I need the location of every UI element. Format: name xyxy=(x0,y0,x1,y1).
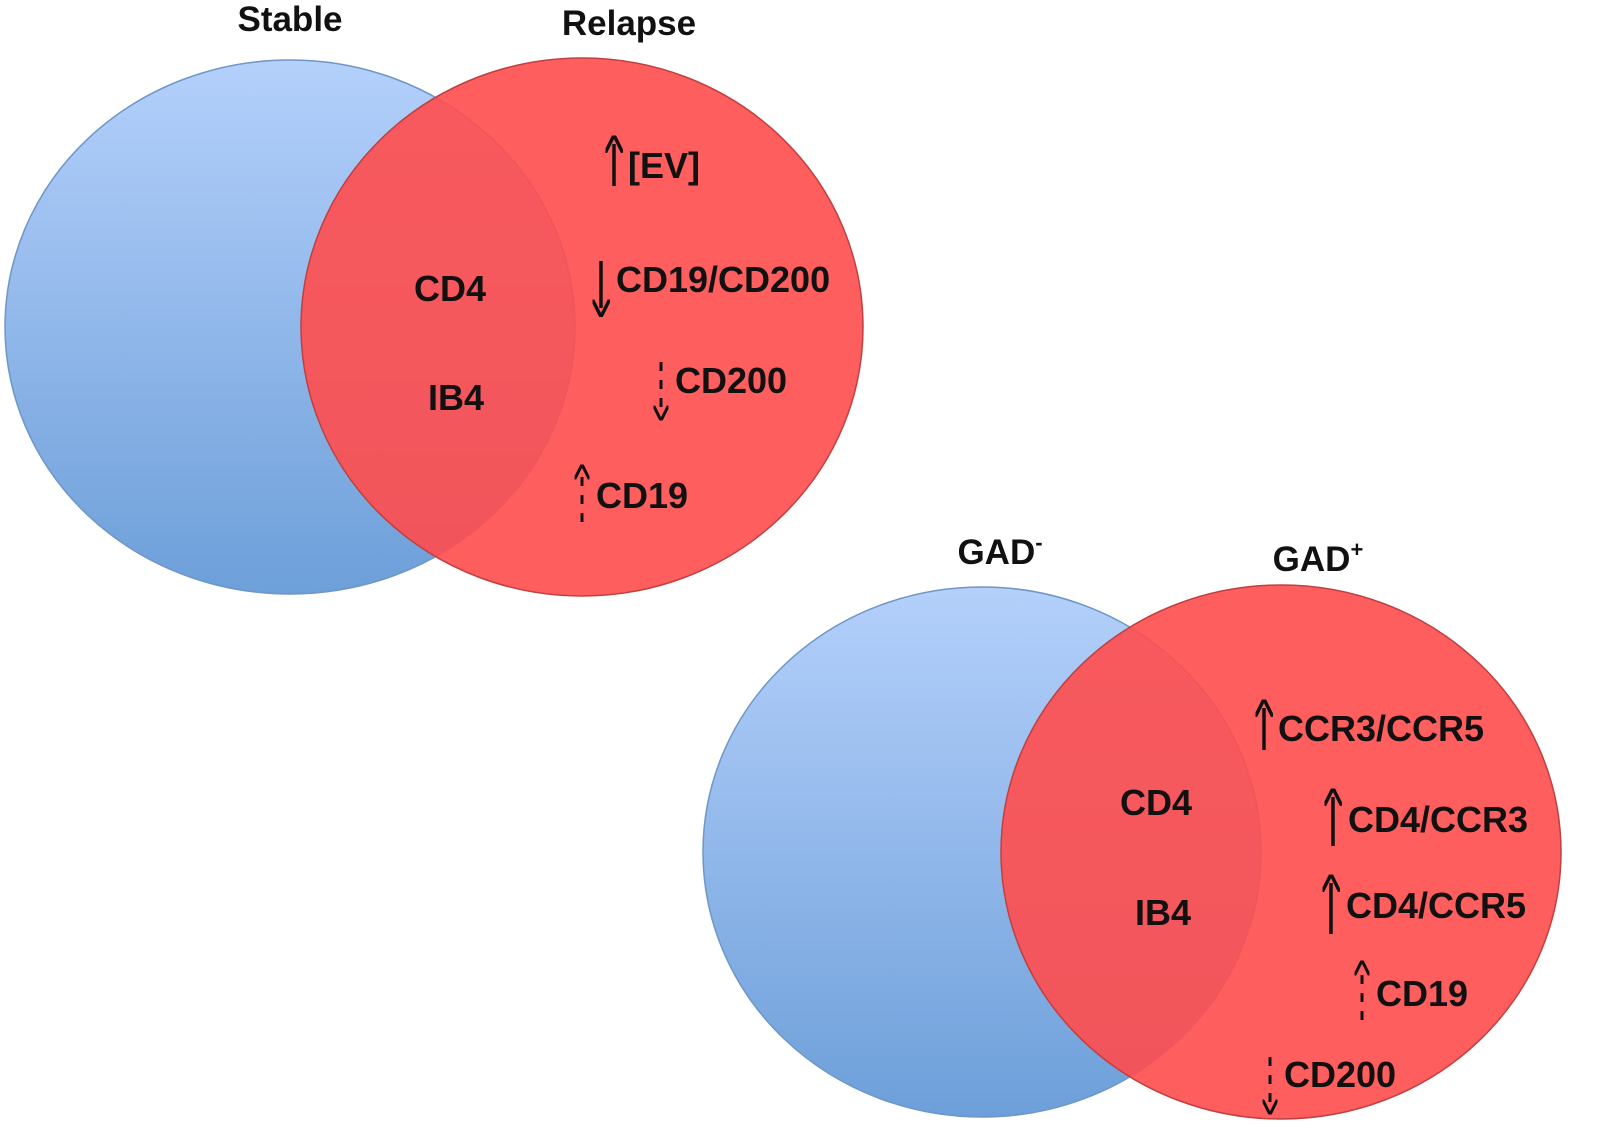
venn-diagram-gad: GAD- GAD+ CD4 IB4 CCR3/CCR5 CD4/CCR3 CD4… xyxy=(702,530,1562,1120)
relapse-item-ev: [EV] xyxy=(628,145,700,186)
gad-item-ccr3-ccr5: CCR3/CCR5 xyxy=(1278,708,1484,749)
relapse-item-cd200: CD200 xyxy=(675,360,787,401)
shared-item-ib4: IB4 xyxy=(1135,892,1191,933)
gad-positive-label: GAD+ xyxy=(1273,537,1364,579)
relapse-item-cd19-cd200: CD19/CD200 xyxy=(616,259,830,300)
gad-positive-circle xyxy=(1000,584,1562,1120)
gad-item-cd4-ccr3: CD4/CCR3 xyxy=(1348,799,1528,840)
gad-item-cd4-ccr5: CD4/CCR5 xyxy=(1346,885,1526,926)
shared-item-ib4: IB4 xyxy=(428,377,484,418)
venn-diagram-stable-relapse: Stable Relapse CD4 IB4 [EV] CD19/CD200 C… xyxy=(4,0,864,597)
relapse-item-cd19: CD19 xyxy=(596,475,688,516)
gad-item-cd19: CD19 xyxy=(1376,973,1468,1014)
stable-label: Stable xyxy=(237,0,342,39)
shared-item-cd4: CD4 xyxy=(1120,782,1192,823)
relapse-circle xyxy=(300,57,864,597)
shared-item-cd4: CD4 xyxy=(414,268,486,309)
relapse-label: Relapse xyxy=(562,4,696,43)
gad-negative-label: GAD- xyxy=(957,530,1042,572)
gad-item-cd200: CD200 xyxy=(1284,1054,1396,1095)
